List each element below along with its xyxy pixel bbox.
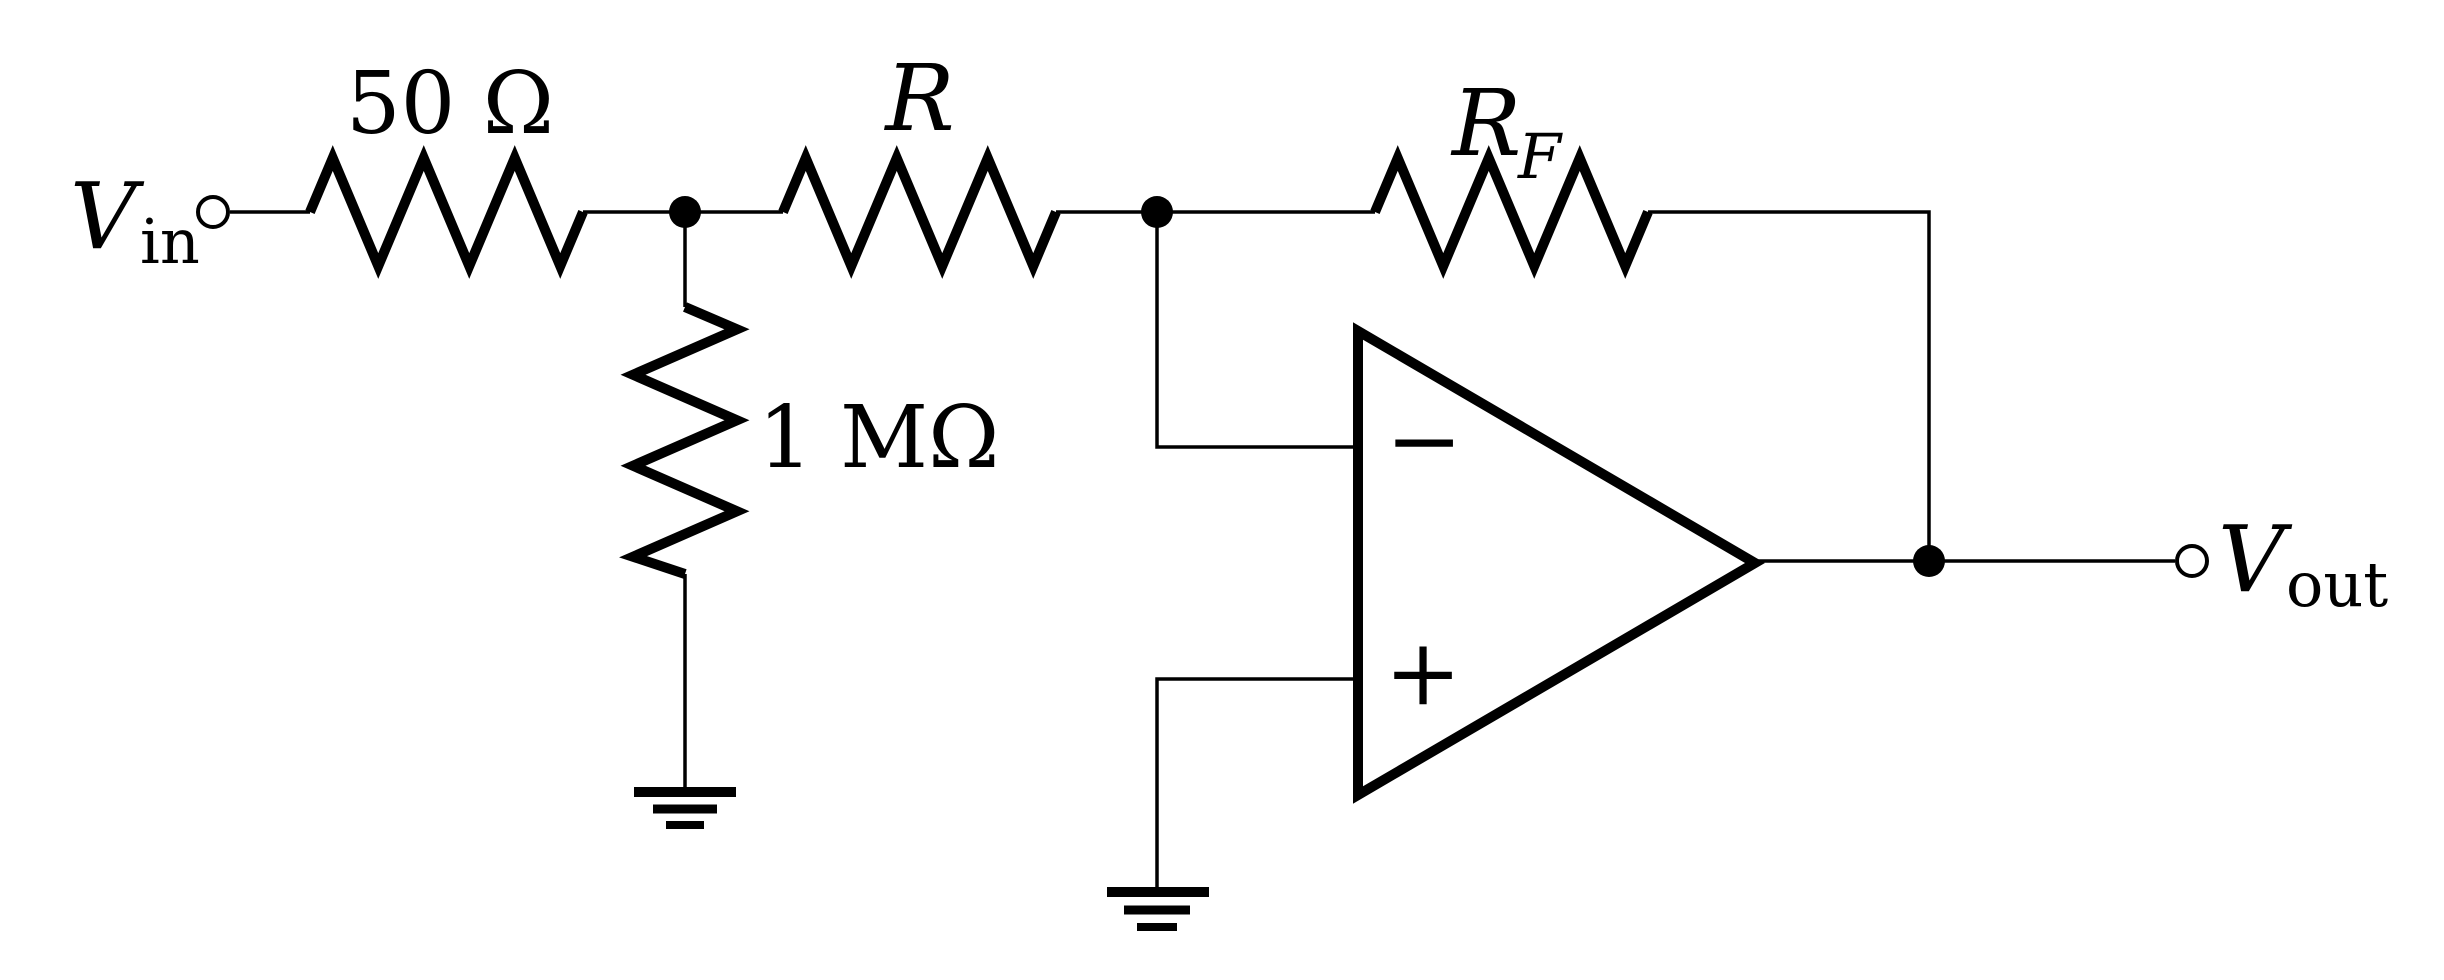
ground-symbol-opamp xyxy=(1107,887,1209,931)
wire-inverting-input xyxy=(1155,212,1358,449)
junction-dot-input-divider xyxy=(669,196,701,228)
resistor-50ohm-zigzag xyxy=(305,145,588,279)
vout-label-sub: out xyxy=(2286,548,2388,621)
resistor-1meg-value-label: 1 MΩ xyxy=(758,388,999,488)
vin-terminal-circle xyxy=(196,195,230,229)
wire-feedback-return xyxy=(1648,210,1931,561)
inverting-input-minus-icon: − xyxy=(1385,387,1462,494)
vout-label: V out xyxy=(2218,506,2388,621)
ground-symbol-1meg xyxy=(634,787,736,829)
resistor-RF-label-sub: F xyxy=(1517,120,1563,193)
noninverting-input-plus-icon: + xyxy=(1384,619,1461,726)
resistor-1meg-zigzag xyxy=(619,302,750,579)
resistor-RF-label: R F xyxy=(1450,70,1563,193)
vin-label-sub: in xyxy=(140,205,200,278)
resistor-R-zigzag xyxy=(778,145,1061,279)
junction-dot-summing xyxy=(1141,196,1173,228)
vout-label-main: V xyxy=(2218,506,2293,613)
vin-label-main: V xyxy=(70,163,145,270)
wire-noninverting-ground xyxy=(1155,677,1358,891)
resistor-RF-zigzag xyxy=(1370,145,1653,279)
vin-label: V in xyxy=(70,163,200,278)
resistor-R-label: R xyxy=(883,45,954,152)
resistor-50ohm-value-label: 50 Ω xyxy=(346,54,554,154)
wires xyxy=(230,210,2175,891)
resistor-RF-label-main: R xyxy=(1450,70,1521,177)
junction-dot-output xyxy=(1913,545,1945,577)
opamp-triangle xyxy=(1353,322,1765,804)
vout-terminal-circle xyxy=(2175,544,2209,578)
